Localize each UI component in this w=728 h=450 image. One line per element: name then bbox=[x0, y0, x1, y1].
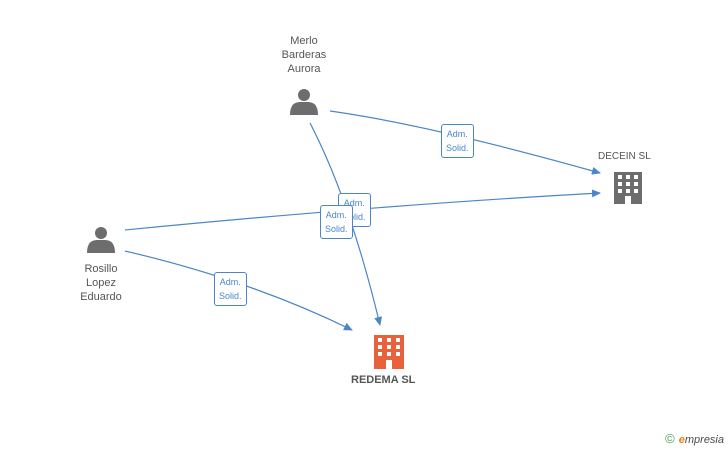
person-name-line: Eduardo bbox=[80, 291, 122, 303]
company-label-redema[interactable]: REDEMA SL bbox=[351, 374, 416, 386]
brand-logo-text: mpresia bbox=[684, 434, 724, 446]
edge-label-line: Adm. bbox=[325, 210, 347, 220]
edge-label-line: Adm. bbox=[343, 198, 365, 208]
brand-logo-initial: e bbox=[678, 434, 685, 446]
person-name-line: Merlo bbox=[290, 35, 318, 47]
edge-label-rosillo-decein: Adm. Solid. bbox=[320, 205, 353, 239]
edge-label-line: Solid. bbox=[343, 212, 366, 222]
building-icon[interactable] bbox=[374, 335, 404, 369]
edge-label-line: Adm. bbox=[219, 277, 241, 287]
edge-label-merlo-decein: Adm. Solid. bbox=[441, 124, 474, 158]
edge-label-rosillo-redema: Adm. Solid. bbox=[214, 272, 247, 306]
edge-rosillo-decein bbox=[124, 189, 601, 231]
empresia-footer[interactable]: ©empresia bbox=[665, 431, 724, 446]
person-name-line: Aurora bbox=[287, 63, 321, 75]
person-icon[interactable] bbox=[87, 227, 115, 253]
person-name-line: Rosillo bbox=[84, 263, 118, 275]
edge-label-line: Solid. bbox=[219, 291, 242, 301]
person-label-rosillo[interactable]: Rosillo Lopez Eduardo bbox=[59, 262, 143, 304]
company-label-decein[interactable]: DECEIN SL bbox=[598, 151, 651, 162]
person-name-line: Barderas bbox=[281, 49, 327, 61]
edge-label-line: Solid. bbox=[446, 143, 469, 153]
copyright-icon: © bbox=[665, 431, 675, 446]
person-icon[interactable] bbox=[290, 89, 318, 115]
person-name-line: Lopez bbox=[86, 277, 116, 289]
person-label-merlo[interactable]: Merlo Barderas Aurora bbox=[262, 34, 346, 76]
edge-label-line: Solid. bbox=[325, 224, 348, 234]
edge-label-line: Adm. bbox=[446, 129, 468, 139]
building-icon[interactable] bbox=[614, 172, 642, 204]
